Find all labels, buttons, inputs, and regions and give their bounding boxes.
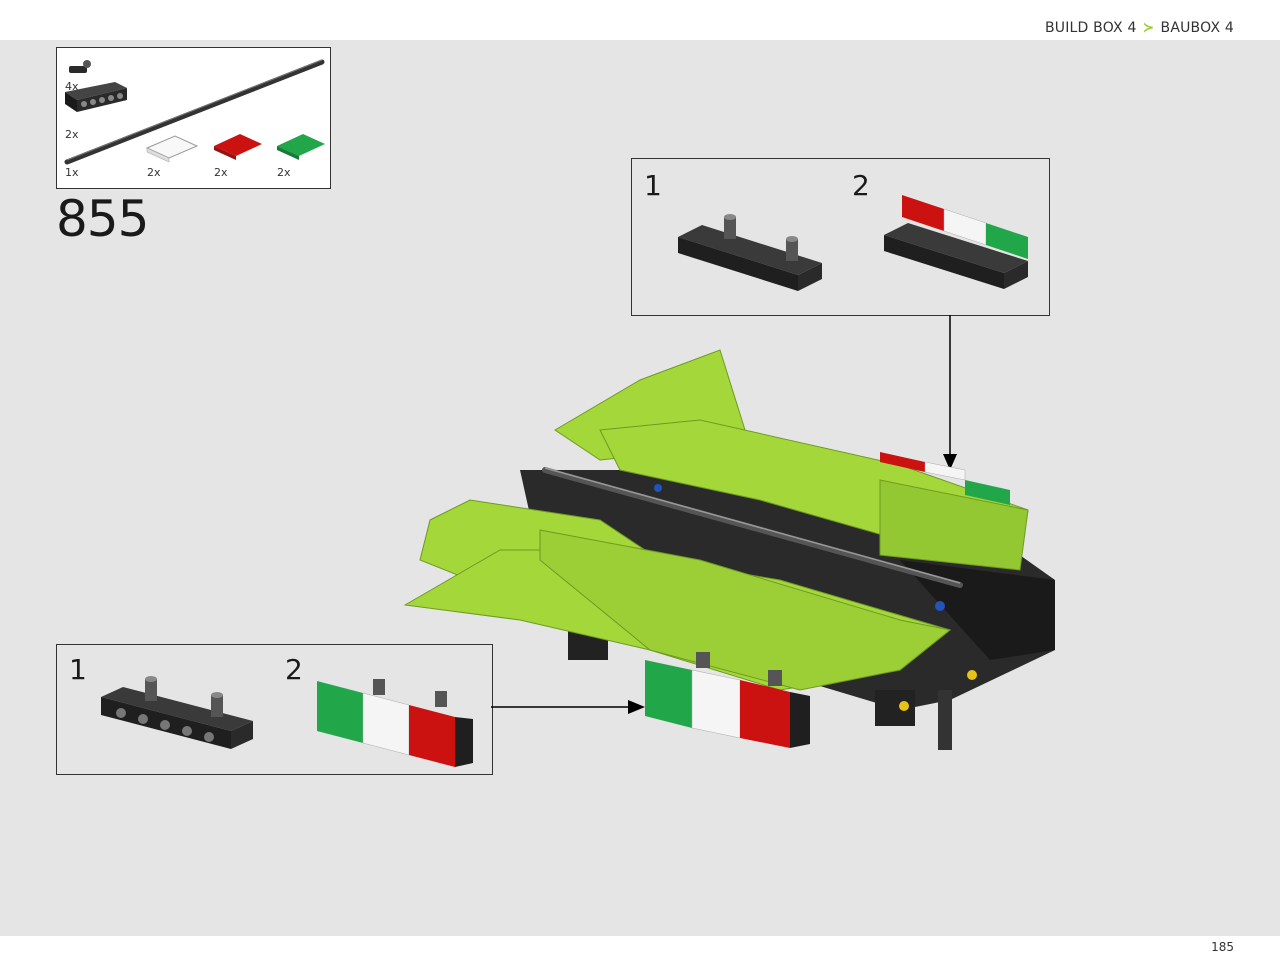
qty-label: 2x	[147, 166, 161, 179]
baubox-label: BAUBOX 4	[1160, 20, 1234, 36]
lime-body-panels	[403, 349, 1029, 691]
page-number: 185	[1211, 940, 1234, 954]
sub-step-2: 2	[285, 653, 303, 686]
sub-step-1: 1	[69, 653, 87, 686]
page-footer: 185	[0, 936, 1280, 974]
red-tile-icon	[214, 134, 262, 160]
page-header: BUILD BOX 4 ≻ BAUBOX 4	[0, 0, 1280, 40]
pin-connector-icon	[69, 60, 91, 73]
sub-step-1: 1	[644, 169, 662, 202]
flag-tiles-top	[880, 452, 1010, 505]
axle-yellow-icon	[899, 701, 909, 711]
step-number: 855	[56, 190, 149, 248]
flag-tiles-front	[645, 652, 810, 748]
pin-blue-icon	[654, 484, 662, 492]
arrow-right-icon	[491, 700, 645, 714]
qty-label: 4x	[65, 80, 79, 93]
build-box-label: BUILD BOX 4	[1044, 20, 1137, 36]
qty-label: 1x	[65, 166, 79, 179]
breadcrumb: BUILD BOX 4 ≻ BAUBOX 4	[1045, 20, 1234, 36]
callout-bottom-illustration	[101, 676, 473, 767]
brick-with-pins-icon	[678, 214, 822, 291]
axle-rod	[542, 467, 963, 588]
italian-flag-tiles-icon	[317, 679, 473, 767]
brick-with-tiles-icon	[884, 195, 1028, 289]
axle-icon	[64, 59, 325, 165]
callout-top-illustration	[678, 195, 1028, 291]
qty-label: 2x	[65, 128, 79, 141]
arrow-down-icon	[943, 315, 957, 470]
green-tile-icon	[277, 134, 325, 160]
chevron-right-icon: ≻	[1142, 20, 1155, 36]
brick-with-pins-icon	[101, 676, 253, 749]
callout-top: 1 2	[631, 158, 1050, 316]
qty-label: 2x	[214, 166, 228, 179]
technic-brick-icon	[65, 82, 127, 112]
white-tile-icon	[145, 135, 199, 163]
axle-yellow-icon	[967, 670, 977, 680]
qty-label: 2x	[277, 166, 291, 179]
pin-blue-icon	[935, 601, 945, 611]
sub-step-2: 2	[852, 169, 870, 202]
parts-list-box: 4x 2x 1x 2x 2x 2x	[56, 47, 331, 189]
callout-bottom: 1 2	[56, 644, 493, 775]
parts-illustration	[64, 59, 325, 165]
